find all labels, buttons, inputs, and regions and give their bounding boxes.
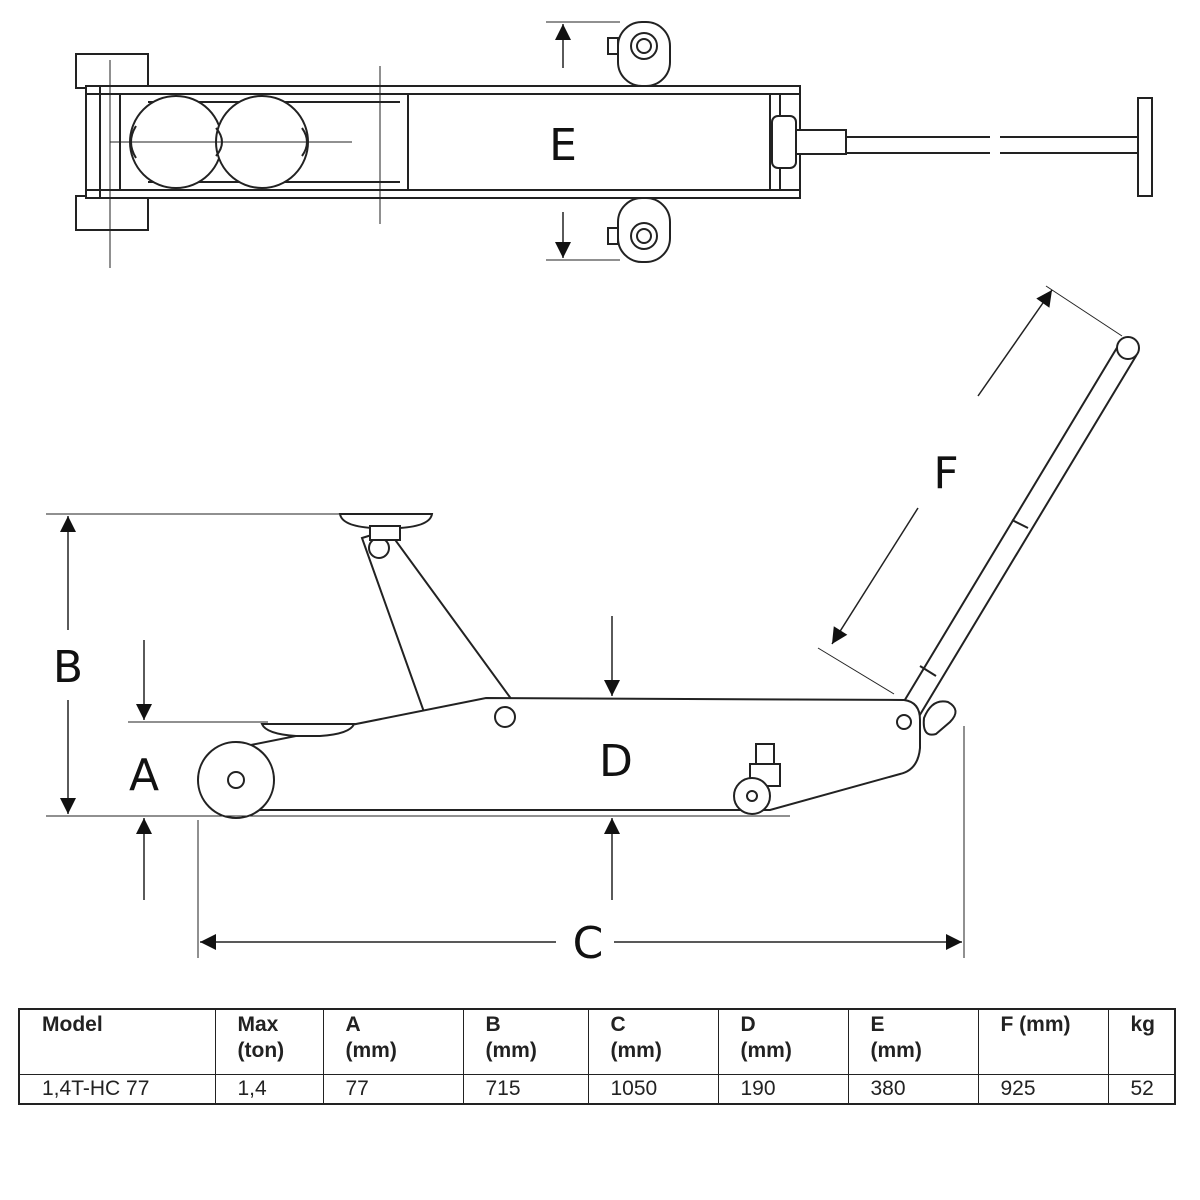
header-name: F (mm) (1000, 1013, 1071, 1036)
spec-data-row: 1,4T-HC 77 1,4 77 715 1050 190 380 925 5… (18, 1074, 1176, 1105)
spec-header-c: C (mm) (587, 1008, 719, 1075)
dim-label-c: C (573, 918, 604, 969)
top-handle-grip (1137, 97, 1153, 197)
spec-cell-a: 77 (322, 1074, 464, 1105)
spec-header-model: Model (18, 1008, 216, 1075)
header-name: A (345, 1013, 361, 1036)
side-handle-knob (1116, 336, 1140, 360)
spec-header-a: A (mm) (322, 1008, 464, 1075)
header-unit: (ton) (237, 1039, 285, 1062)
spec-cell-b: 715 (462, 1074, 589, 1105)
header-unit: (mm) (870, 1039, 922, 1062)
header-name: D (740, 1013, 756, 1036)
spec-header-b: B (mm) (462, 1008, 589, 1075)
spec-header-kg: kg (1107, 1008, 1176, 1075)
spec-header-e: E (mm) (847, 1008, 979, 1075)
top-view (75, 21, 1153, 268)
dim-label-e: E (549, 120, 577, 171)
spec-cell-d: 190 (717, 1074, 849, 1105)
spec-header-f: F (mm) (977, 1008, 1109, 1075)
side-chassis (235, 696, 921, 811)
header-name: Model (42, 1013, 103, 1036)
side-rear-caster-stem (755, 743, 775, 767)
header-name: C (610, 1013, 626, 1036)
spec-cell-e: 380 (847, 1074, 979, 1105)
side-handle (898, 344, 1138, 720)
top-front-wheel-upper (75, 53, 149, 89)
side-rear-caster-wheel (733, 777, 771, 815)
side-low-saddle (260, 723, 356, 737)
header-unit: (mm) (485, 1039, 537, 1062)
jack-dimension-drawing: E (46, 21, 1153, 969)
dim-label-a: A (129, 750, 159, 801)
side-view (46, 285, 1140, 958)
header-name: B (485, 1013, 501, 1036)
top-handle-socket (771, 115, 797, 169)
header-name: kg (1130, 1013, 1156, 1036)
spec-cell-f: 925 (977, 1074, 1109, 1105)
dim-label-f: F (933, 448, 958, 499)
spec-header-row: Model Max (ton) A (mm) B (mm) C (mm) D (mm) E… (18, 1008, 1176, 1075)
spec-cell-c: 1050 (587, 1074, 719, 1105)
header-name: Max (237, 1013, 279, 1036)
header-unit: (mm) (610, 1039, 662, 1062)
spec-header-d: D (mm) (717, 1008, 849, 1075)
header-unit: (mm) (740, 1039, 792, 1062)
spec-cell-model: 1,4T-HC 77 (18, 1074, 216, 1105)
spec-header-max: Max (ton) (214, 1008, 324, 1075)
header-name: E (870, 1013, 885, 1036)
dim-label-d: D (599, 736, 633, 787)
spec-cell-kg: 52 (1107, 1074, 1176, 1105)
top-front-wheel-lower (75, 195, 149, 231)
header-unit: (mm) (345, 1039, 397, 1062)
spec-table: Model Max (ton) A (mm) B (mm) C (mm) D (mm) E… (18, 1008, 1176, 1105)
spec-cell-max: 1,4 (214, 1074, 324, 1105)
dim-label-b: B (53, 642, 83, 693)
